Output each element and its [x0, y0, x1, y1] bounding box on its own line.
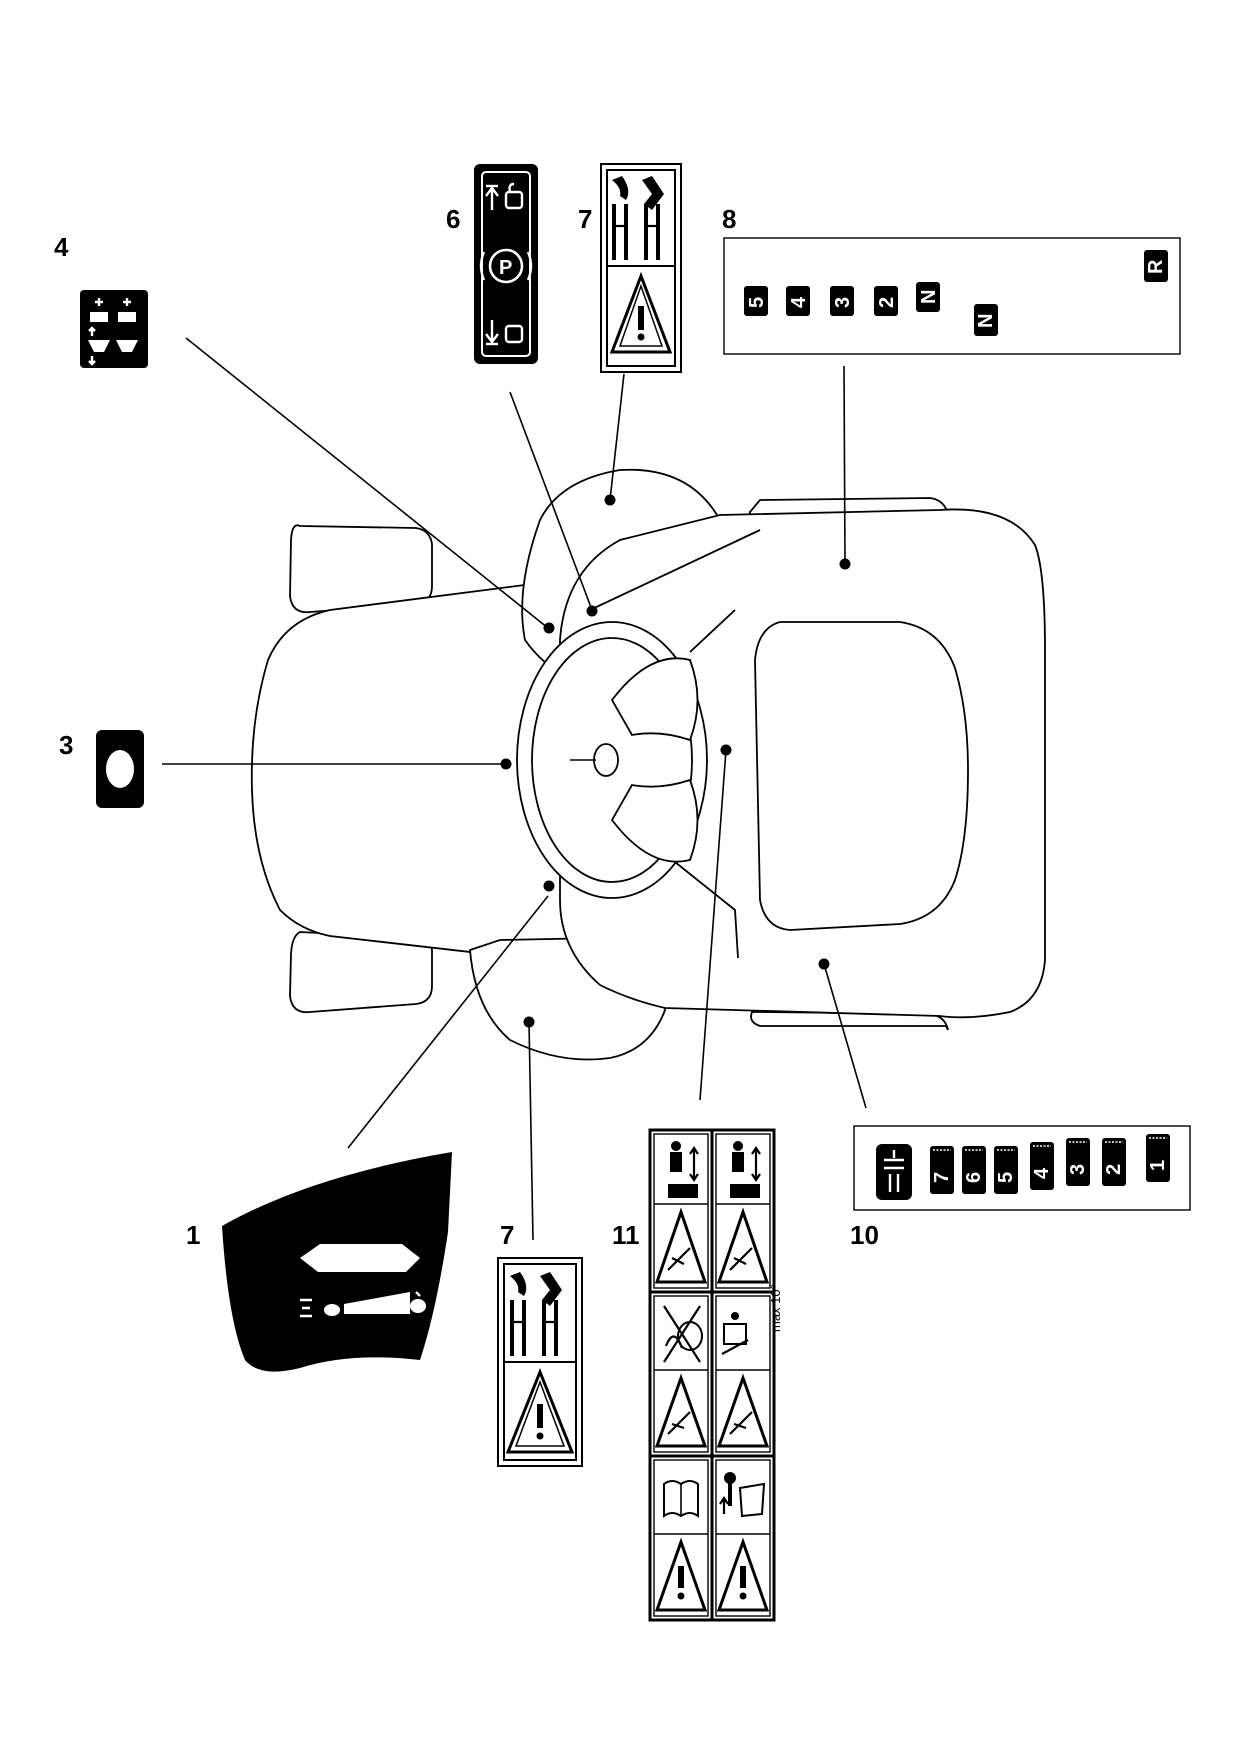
tractor-top-view: [250, 468, 1046, 1061]
speed-label: 4: [1031, 1167, 1053, 1179]
decal-3-ignition: [96, 730, 144, 808]
callout-numbers: 4 6 7 8 3 1 7 11 10: [54, 204, 879, 1250]
callout-4: 4: [54, 232, 69, 262]
decal-7-top-warning: [600, 163, 682, 373]
keep-distance-icon: [653, 1133, 709, 1289]
warning-triangle-icon: [609, 271, 673, 354]
speed-label: 2: [1103, 1164, 1125, 1175]
remove-key-icon: [715, 1459, 771, 1617]
decal-4-lift-lever: [80, 290, 148, 368]
slope-limit-icon: max 10°: [715, 1284, 783, 1453]
gear-4-box: 4: [786, 286, 810, 316]
decal-8-gears: 5 4 3 2 N: [744, 282, 940, 316]
callout-3: 3: [59, 730, 73, 760]
decal-1-throttle: [222, 1152, 452, 1372]
speed-label: 7: [931, 1172, 953, 1183]
speed-4-box: 4: [1030, 1142, 1054, 1190]
gear-reverse: R: [1144, 250, 1168, 282]
seat: [754, 621, 969, 931]
gear-2-box: 2: [874, 286, 898, 316]
leader-lines: [162, 337, 867, 1241]
gear-5-box: 5: [744, 286, 768, 316]
keep-distance-icon: [715, 1133, 771, 1289]
callout-7-top: 7: [578, 204, 592, 234]
slope-limit-text: max 10°: [768, 1284, 783, 1332]
gear-n-box: N: [916, 282, 940, 312]
callout-6: 6: [446, 204, 460, 234]
speed-label: 6: [963, 1172, 985, 1183]
gear-label: 5: [746, 297, 768, 308]
gear-3-box: 3: [830, 286, 854, 316]
gear-label: N: [918, 290, 940, 304]
decal-6-parking-brake: P: [474, 164, 538, 364]
speed-2-box: 2: [1102, 1138, 1126, 1186]
callout-11: 11: [612, 1220, 640, 1250]
throttle-fast-icon: [410, 1291, 426, 1313]
speed-7-box: 7: [930, 1146, 954, 1194]
svg-text:P: P: [499, 257, 512, 279]
parking-brake-icon: P: [479, 248, 533, 284]
callout-10: 10: [850, 1220, 879, 1250]
callout-7-bottom: 7: [500, 1220, 514, 1250]
callout-8: 8: [722, 204, 736, 234]
warning-triangle-icon: [505, 1367, 575, 1454]
no-passengers-icon: [653, 1295, 709, 1453]
speed-3-box: 3: [1066, 1138, 1090, 1186]
deck-lift-icon: [88, 298, 138, 366]
gear-label: 2: [876, 297, 898, 308]
gear-reverse-label: R: [1145, 259, 1167, 274]
speed-label: 5: [995, 1172, 1017, 1183]
decal-7-bottom-warning: [497, 1257, 583, 1467]
speed-label: 3: [1067, 1164, 1089, 1175]
speed-1-box: 1: [1146, 1134, 1170, 1182]
gear-label: 3: [832, 297, 854, 308]
steering-wheel: [516, 621, 708, 899]
speed-label: 1: [1147, 1160, 1169, 1171]
decal-11-safety: max 10°: [648, 1128, 783, 1622]
speed-lever-icon: [876, 1144, 912, 1200]
throttle-slow-icon: [300, 1298, 340, 1318]
callout-1: 1: [186, 1220, 200, 1250]
read-manual-icon: [653, 1459, 709, 1617]
speed-5-box: 5: [994, 1146, 1018, 1194]
ignition-hole-icon: [106, 750, 134, 788]
speed-6-box: 6: [962, 1146, 986, 1194]
gear-n-lower: N: [974, 304, 998, 336]
gear-label: 4: [788, 296, 810, 308]
gear-n-lower-label: N: [975, 314, 997, 328]
